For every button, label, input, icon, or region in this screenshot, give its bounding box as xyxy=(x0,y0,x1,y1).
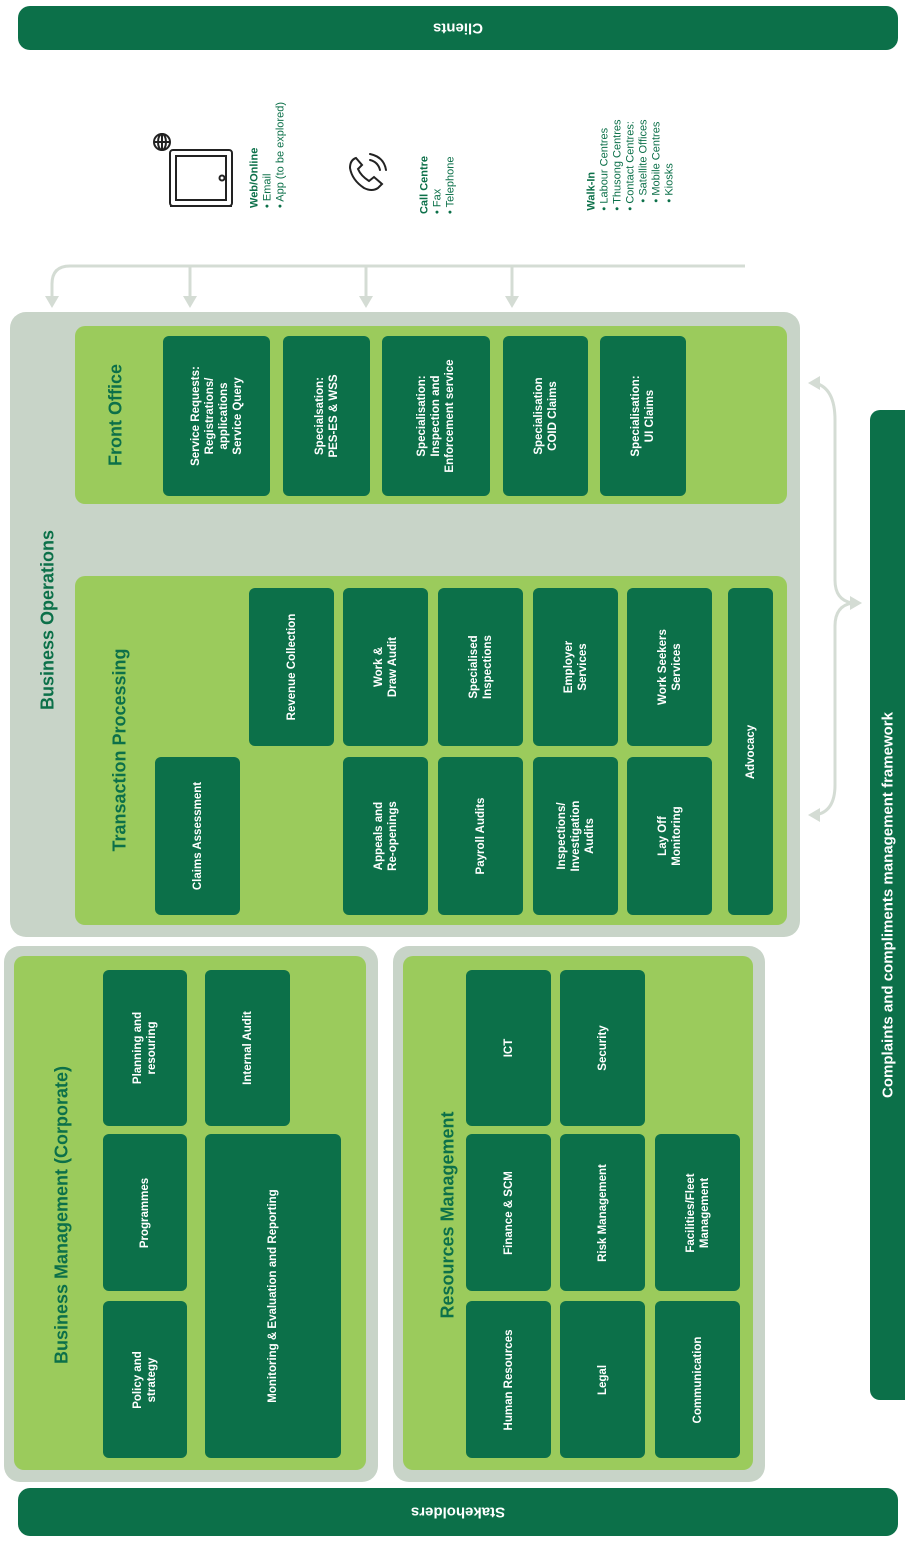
tp-work-draw-audit: Work &Draw Audit xyxy=(343,588,428,746)
channel-walkin-item: • Labour Centres xyxy=(598,127,611,211)
front-office-title: Front Office xyxy=(105,364,126,466)
channel-web-title: Web/Online xyxy=(248,147,261,208)
tp-advocacy: Advocacy xyxy=(728,588,773,915)
bm-internal-audit: Internal Audit xyxy=(205,970,290,1126)
tp-revenue-collection: Revenue Collection xyxy=(249,588,334,746)
front-office-ui-claims: Specialisation:UI Claims xyxy=(600,336,686,496)
arrowhead-f xyxy=(808,376,820,390)
channel-web-item: • App (to be explored) xyxy=(274,102,287,208)
bm-programmes: Programmes xyxy=(103,1134,187,1291)
rm-risk-management: Risk Management xyxy=(560,1134,645,1291)
stakeholders-ribbon: Stakeholders xyxy=(18,1488,898,1536)
channel-walkin: Walk-In • Labour Centres • Thusong Centr… xyxy=(566,90,696,240)
channel-walkin-item: • Contact Centres: xyxy=(624,121,637,211)
rm-security: Security xyxy=(560,970,645,1126)
rm-finance-scm: Finance & SCM xyxy=(466,1134,551,1291)
channel-walkin-item: • Kiosks xyxy=(663,163,676,203)
web-online-icon xyxy=(153,133,233,207)
call-centre-phone-icon xyxy=(348,153,387,191)
complaints-bracket xyxy=(814,381,853,817)
arrowhead-b xyxy=(183,296,197,308)
channel-walkin-item: • Mobile Centres xyxy=(650,121,663,203)
channel-call-item: • Telephone xyxy=(444,156,457,215)
rm-ict: ICT xyxy=(466,970,551,1126)
transaction-processing-title: Transaction Processing xyxy=(109,648,130,852)
tp-claims-assessment: Claims Assessment xyxy=(155,757,240,915)
arrowhead-g xyxy=(808,808,820,822)
channel-call: Call Centre • Fax • Telephone xyxy=(408,130,468,240)
channel-web-item: • Email xyxy=(261,173,274,208)
front-office-service-requests: Service Requests:Registrations/applicati… xyxy=(163,336,270,496)
business-operations-title: Business Operations xyxy=(37,529,58,711)
channel-walkin-item: • Satellite Offices xyxy=(637,119,650,203)
tp-payroll-audits: Payroll Audits xyxy=(438,757,523,915)
business-management-title: Business Management (Corporate) xyxy=(51,1065,72,1365)
clients-ribbon: Clients xyxy=(18,6,898,50)
rm-communication: Communication xyxy=(655,1301,740,1458)
channel-call-item: • Fax xyxy=(431,188,444,215)
arrowhead-d xyxy=(505,296,519,308)
rm-human-resources: Human Resources xyxy=(466,1301,551,1458)
channel-walkin-title: Walk-In xyxy=(585,171,598,211)
resources-management-title: Resources Management xyxy=(437,1111,458,1319)
channel-walkin-item: • Thusong Centres xyxy=(611,119,624,211)
bm-monitoring-evaluation-reporting: Monitoring & Evaluation and Reporting xyxy=(205,1134,341,1458)
front-office-pes-es-wss: Specialsation:PES-ES & WSS xyxy=(283,336,370,496)
arrowhead-c xyxy=(359,296,373,308)
channel-call-title: Call Centre xyxy=(418,155,431,215)
rm-legal: Legal xyxy=(560,1301,645,1458)
arrowhead-a xyxy=(45,296,59,308)
channel-web: Web/Online • Email • App (to be explored… xyxy=(238,70,298,240)
channel-connector-line xyxy=(50,264,745,300)
arrowhead-h xyxy=(850,596,862,610)
complaints-ribbon: Complaints and compliments management fr… xyxy=(870,410,905,1400)
